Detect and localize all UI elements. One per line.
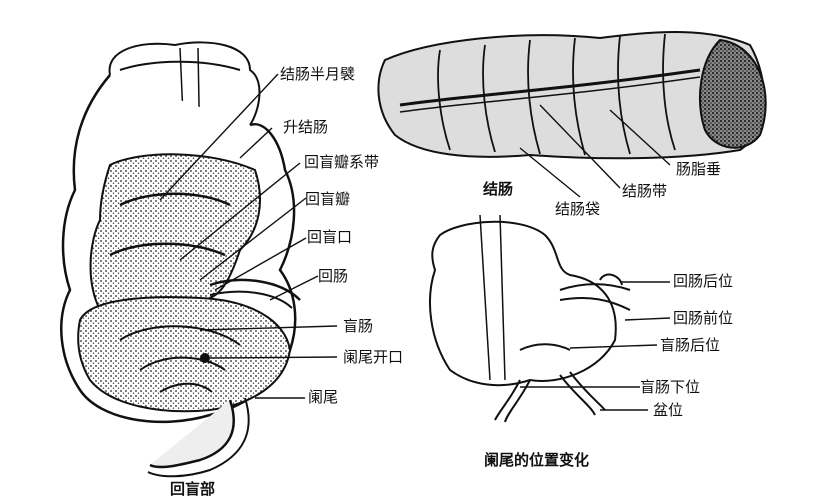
colon-leader-lines xyxy=(519,104,671,198)
colon-drawing xyxy=(377,31,767,160)
caption-appendix-positions: 阑尾的位置变化 xyxy=(484,451,590,469)
label-epiploic-appendices: 肠脂垂 xyxy=(676,160,722,178)
caption-colon: 结肠 xyxy=(483,180,514,198)
cecum-drawing xyxy=(60,41,301,478)
appendix-positions-drawing xyxy=(429,214,631,423)
label-ascending-colon: 升结肠 xyxy=(283,118,329,136)
label-appendix-orifice: 阑尾开口 xyxy=(343,348,404,366)
label-taeniae-coli: 结肠带 xyxy=(622,182,668,200)
label-cecum: 盲肠 xyxy=(343,317,374,335)
label-subcecal: 盲肠下位 xyxy=(640,378,701,396)
label-pelvic: 盆位 xyxy=(653,401,684,419)
label-haustra: 结肠袋 xyxy=(555,200,601,218)
appendix-leader-lines xyxy=(520,281,671,411)
label-retroileal: 回肠后位 xyxy=(673,272,734,290)
label-ileocecal-orifice: 回盲口 xyxy=(307,228,353,246)
cecum-leader-lines xyxy=(159,73,338,399)
label-ileocecal-valve: 回盲瓣 xyxy=(305,190,351,208)
label-ileocecal-frenulum: 回盲瓣系带 xyxy=(304,153,380,171)
caption-cecum: 回盲部 xyxy=(170,480,216,498)
label-retrocecal: 盲肠后位 xyxy=(660,336,721,354)
label-appendix: 阑尾 xyxy=(308,388,339,406)
label-ileum: 回肠 xyxy=(318,267,349,285)
label-preileal: 回肠前位 xyxy=(673,309,734,327)
label-colic-semilunar-fold: 结肠半月襞 xyxy=(280,65,356,83)
